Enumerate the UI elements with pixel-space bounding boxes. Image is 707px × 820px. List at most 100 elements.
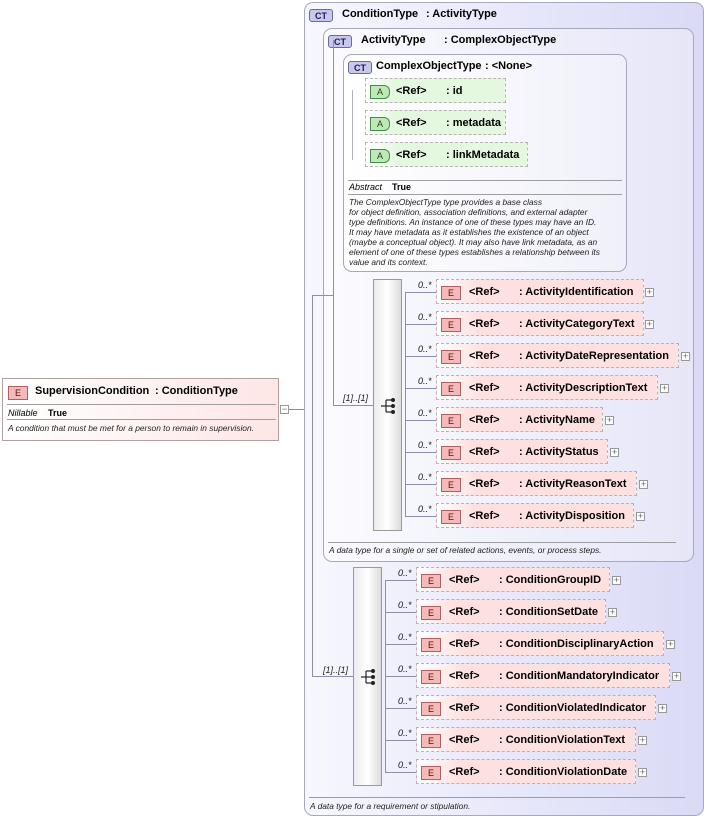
element-name: : ConditionGroupID [499, 574, 602, 586]
cardinality: 0..* [398, 632, 412, 642]
element-activity-reason-text[interactable]: E <Ref> : ActivityReasonText [436, 471, 637, 496]
element-activity-identification[interactable]: E <Ref> : ActivityIdentification [436, 279, 644, 304]
condition-sequence-compositor[interactable] [353, 567, 382, 786]
activity-type-description: A data type for a single or set of relat… [329, 545, 602, 555]
element-activity-disposition[interactable]: E <Ref> : ActivityDisposition [436, 503, 634, 528]
expand-icon[interactable]: + [666, 639, 675, 649]
nillable-value: True [48, 408, 68, 418]
connector [385, 644, 416, 645]
cardinality: 0..* [398, 600, 412, 610]
element-activity-description-text[interactable]: E <Ref> : ActivityDescriptionText [436, 375, 658, 400]
attribute-name: : metadata [446, 117, 502, 129]
element-condition-violation-text[interactable]: E <Ref> : ConditionViolationText [416, 727, 636, 752]
element-activity-status[interactable]: E <Ref> : ActivityStatus [436, 439, 608, 464]
expand-icon[interactable]: + [681, 351, 690, 361]
element-condition-disciplinary-action[interactable]: E <Ref> : ConditionDisciplinaryAction [416, 631, 664, 656]
element-name: : ActivityDescriptionText [519, 382, 648, 394]
element-name: : ConditionMandatoryIndicator [499, 670, 660, 682]
connector [405, 388, 436, 389]
expand-icon[interactable]: + [612, 575, 621, 585]
element-condition-violated-indicator[interactable]: E <Ref> : ConditionViolatedIndicator [416, 695, 656, 720]
activity-sequence-multiplicity: [1]..[1] [343, 393, 369, 403]
expand-icon[interactable]: + [610, 447, 619, 457]
element-name: : ConditionViolationText [499, 734, 626, 746]
element-name: : ConditionDisciplinaryAction [499, 638, 654, 650]
element-ref: <Ref> [469, 382, 500, 394]
element-ref: <Ref> [469, 510, 500, 522]
element-name: : ActivityDisposition [519, 510, 625, 522]
expand-icon[interactable]: + [638, 735, 647, 745]
expand-icon[interactable]: + [672, 671, 681, 681]
root-separator [7, 404, 276, 405]
connector [405, 420, 436, 421]
element-condition-mandatory-indicator[interactable]: E <Ref> : ConditionMandatoryIndicator [416, 663, 670, 688]
element-icon: E [441, 318, 461, 332]
root-element-type: : ConditionType [155, 385, 238, 397]
description-line: type definitions. An instance of one of … [349, 217, 597, 227]
element-ref: <Ref> [469, 414, 500, 426]
condition-type-description: A data type for a requirement or stipula… [310, 801, 471, 811]
attribute-ref: <Ref> [396, 149, 427, 161]
cardinality: 0..* [418, 312, 432, 322]
activity-type-base: : ComplexObjectType [444, 34, 557, 46]
element-condition-set-date[interactable]: E <Ref> : ConditionSetDate [416, 599, 606, 624]
element-ref: <Ref> [469, 478, 500, 490]
element-activity-date-representation[interactable]: E <Ref> : ActivityDateRepresentation [436, 343, 679, 368]
description-line: for object definition, association defin… [349, 207, 588, 217]
attribute-id[interactable]: A <Ref> : id [365, 78, 506, 103]
element-condition-violation-date[interactable]: E <Ref> : ConditionViolationDate [416, 759, 636, 784]
description-line: (maybe a conceptual object). It may also… [349, 237, 598, 247]
element-icon: E [441, 286, 461, 300]
expand-icon[interactable]: + [638, 767, 647, 777]
complex-type-icon: CT [348, 61, 372, 74]
element-icon: E [441, 510, 461, 524]
expand-icon[interactable]: + [645, 287, 654, 297]
cardinality: 0..* [418, 280, 432, 290]
attribute-name: : linkMetadata [446, 149, 520, 161]
element-activity-category-text[interactable]: E <Ref> : ActivityCategoryText [436, 311, 644, 336]
element-ref: <Ref> [449, 734, 480, 746]
element-name: : ConditionSetDate [499, 606, 598, 618]
activity-sequence-compositor[interactable] [373, 279, 402, 531]
expand-icon[interactable]: + [660, 383, 669, 393]
expand-icon[interactable]: + [608, 607, 617, 617]
element-icon: E [421, 734, 441, 748]
connector [385, 708, 416, 709]
connector [405, 516, 436, 517]
expand-icon[interactable]: + [658, 703, 667, 713]
element-name: : ActivityIdentification [519, 286, 634, 298]
collapse-root-icon[interactable]: − [280, 404, 289, 414]
expand-icon[interactable]: + [645, 319, 654, 329]
description-line: It may have metadata as it establishes t… [349, 227, 589, 237]
connector [385, 676, 416, 677]
at-separator [328, 542, 676, 543]
connector [385, 740, 416, 741]
condition-sequence-multiplicity: [1]..[1] [323, 665, 349, 675]
element-ref: <Ref> [469, 446, 500, 458]
expand-icon[interactable]: + [605, 415, 614, 425]
attribute-link-metadata[interactable]: A <Ref> : linkMetadata [365, 142, 528, 167]
sequence-icon [381, 398, 395, 414]
attribute-metadata[interactable]: A <Ref> : metadata [365, 110, 506, 135]
element-activity-name[interactable]: E <Ref> : ActivityName [436, 407, 603, 432]
cardinality: 0..* [398, 728, 412, 738]
element-icon: E [421, 638, 441, 652]
element-name: : ActivityCategoryText [519, 318, 635, 330]
attribute-name: : id [446, 85, 463, 97]
description-line: value and its context. [349, 257, 428, 267]
cardinality: 0..* [418, 440, 432, 450]
connector [333, 405, 373, 406]
cardinality: 0..* [418, 504, 432, 514]
expand-icon[interactable]: + [639, 479, 648, 489]
cardinality: 0..* [398, 664, 412, 674]
cardinality: 0..* [418, 408, 432, 418]
abstract-value: True [392, 182, 412, 192]
description-line: The ComplexObjectType type provides a ba… [349, 197, 543, 207]
element-name: : ActivityStatus [519, 446, 599, 458]
root-element-box[interactable]: E SupervisionCondition : ConditionType N… [2, 378, 279, 441]
element-condition-group-id[interactable]: E <Ref> : ConditionGroupID [416, 567, 610, 592]
connector [405, 292, 436, 293]
expand-icon[interactable]: + [636, 511, 645, 521]
cardinality: 0..* [418, 376, 432, 386]
root-element-name: SupervisionCondition [35, 385, 150, 397]
